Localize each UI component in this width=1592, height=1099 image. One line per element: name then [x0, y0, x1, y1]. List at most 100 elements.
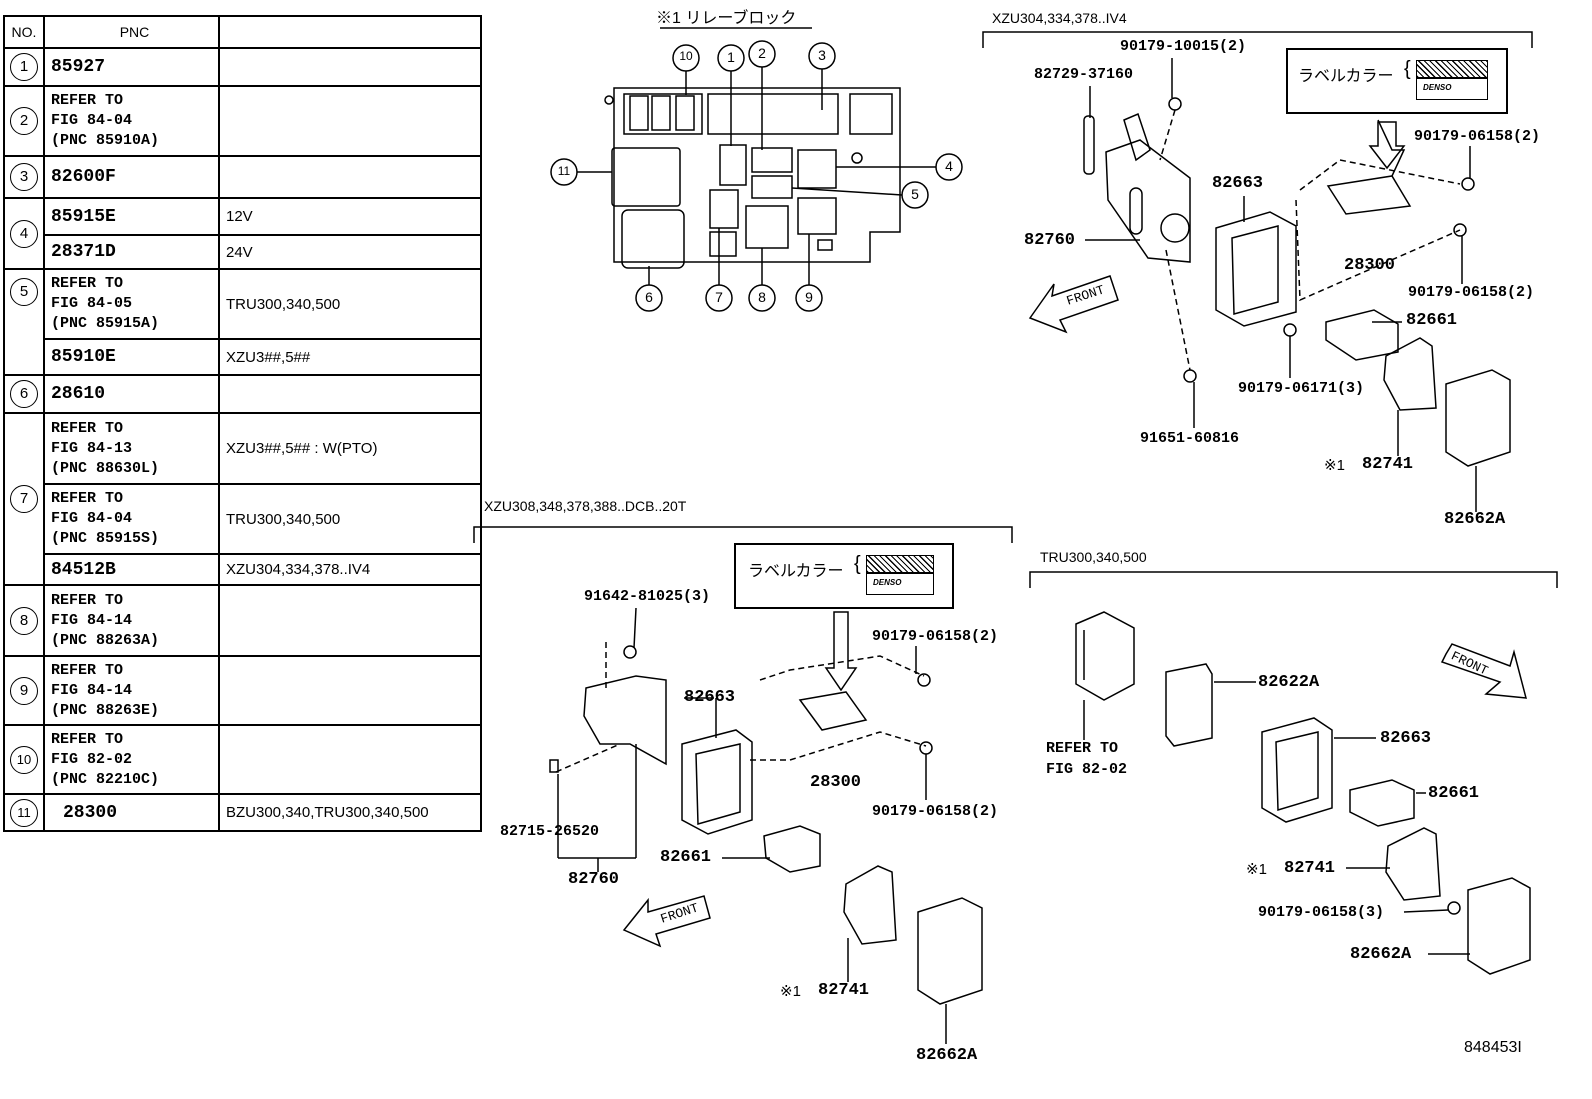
part-90179-06158: 90179-06158(3) — [1258, 904, 1385, 921]
pnc-cell: REFER TO FIG 84-05 (PNC 85915A) — [43, 268, 220, 340]
row-no-cell: 11 — [3, 793, 45, 832]
part-82663: 82663 — [1380, 729, 1432, 748]
table-row: 85910E XZU3##,5## — [4, 338, 482, 376]
part-82715-26520: 82715-26520 — [500, 823, 600, 840]
row-no-cell: 6 — [3, 374, 45, 414]
part-90179-06171: 90179-06171(3) — [1238, 380, 1365, 397]
table-row: 7 REFER TO FIG 84-13 (PNC 88630L) XZU3##… — [3, 412, 482, 586]
part-28300: 28300 — [1344, 256, 1396, 275]
row-number-badge: 11 — [10, 798, 38, 827]
label-color-box: ラベルカラー { DENSO — [1286, 48, 1508, 114]
remark-cell: TRU300,340,500 — [218, 483, 482, 555]
part-82741: 82741 — [1284, 859, 1336, 878]
remark-cell: TRU300,340,500 — [218, 268, 482, 340]
part-82622a: 82622A — [1258, 673, 1320, 692]
pnc-cell: REFER TO FIG 82-02 (PNC 82210C) — [43, 724, 220, 795]
part-91651-60816: 91651-60816 — [1140, 430, 1240, 447]
part-90179-06158-b: 90179-06158(2) — [872, 803, 999, 820]
part-82760: 82760 — [1024, 231, 1076, 250]
relay-callout-4: 4 — [945, 158, 953, 174]
part-82663: 82663 — [684, 688, 736, 707]
remark-cell — [218, 85, 482, 157]
mark-82741: ※1 — [1324, 457, 1345, 474]
part-90179-06158-a: 90179-06158(2) — [872, 628, 999, 645]
relay-callout-1: 1 — [727, 49, 735, 65]
table-row: 28371D 24V — [4, 234, 482, 270]
denso-tag: DENSO — [1416, 78, 1488, 100]
remark-cell — [218, 724, 482, 795]
relay-callout-9: 9 — [805, 289, 813, 305]
relay-callout-7: 7 — [715, 289, 723, 305]
mark-82741: ※1 — [780, 983, 801, 1000]
row-number-badge: 8 — [10, 606, 38, 635]
part-82729-37160: 82729-37160 — [1034, 66, 1134, 83]
part-91642-81025: 91642-81025(3) — [584, 588, 711, 605]
row-no-cell: 1 — [3, 47, 45, 87]
row-number-badge: 7 — [10, 485, 38, 513]
row-number-badge: 2 — [10, 107, 38, 135]
row-no-cell: 4 — [3, 197, 45, 270]
row-number-badge: 3 — [10, 163, 38, 191]
remark-cell — [218, 155, 482, 199]
remark-cell: 12V — [218, 197, 482, 236]
part-82661: 82661 — [1428, 784, 1480, 803]
row-no-cell: 8 — [3, 584, 45, 657]
remark-cell: XZU3##,5## : W(PTO) — [218, 412, 482, 485]
table-row: 10 REFER TO FIG 82-02 (PNC 82210C) — [3, 724, 482, 795]
label-color-text: ラベルカラー — [748, 563, 844, 580]
table-row: 2 REFER TO FIG 84-04 (PNC 85910A) — [3, 85, 482, 157]
part-90179-10015: 90179-10015(2) — [1120, 38, 1247, 55]
row-no-cell: 5 — [3, 268, 45, 376]
row-number-badge: 10 — [10, 745, 38, 774]
part-82662a: 82662A — [916, 1046, 978, 1065]
remark-cell — [218, 47, 482, 87]
hatched-swatch — [866, 555, 934, 573]
remark-cell: XZU3##,5## — [218, 338, 482, 376]
relay-callout-5: 5 — [911, 186, 919, 202]
table-header-row: NO. PNC — [3, 15, 482, 49]
middle-heading: XZU308,348,378,388..DCB..20T — [484, 498, 687, 514]
part-90179-06158-b: 90179-06158(2) — [1408, 284, 1535, 301]
top-right-heading: XZU304,334,378..IV4 — [992, 10, 1127, 26]
table-row: 9 REFER TO FIG 84-14 (PNC 88263E) — [3, 655, 482, 726]
relay-callout-10: 10 — [679, 49, 693, 63]
part-82741: 82741 — [818, 981, 870, 1000]
pnc-cell: REFER TO FIG 84-04 (PNC 85915S) — [43, 483, 220, 555]
remark-cell: XZU304,334,378..IV4 — [218, 553, 482, 586]
hatched-swatch — [1416, 60, 1488, 78]
label-color-box: ラベルカラー { DENSO — [734, 543, 954, 609]
pnc-cell: 28300 — [43, 793, 220, 832]
denso-tag: DENSO — [866, 573, 934, 595]
table-row: REFER TO FIG 84-04 (PNC 85915S) TRU300,3… — [4, 483, 482, 555]
refer-to-line2: FIG 82-02 — [1046, 761, 1128, 778]
relay-block-drawing — [550, 27, 963, 312]
brace-glyph: { — [1404, 58, 1411, 80]
part-90179-06158-a: 90179-06158(2) — [1414, 128, 1541, 145]
part-82662a: 82662A — [1350, 945, 1412, 964]
relay-callout-6: 6 — [645, 289, 653, 305]
relay-block-title: ※1 リレーブロック — [656, 10, 797, 27]
pnc-cell: 28610 — [43, 374, 220, 414]
row-number-badge: 6 — [10, 380, 38, 408]
part-82741: 82741 — [1362, 455, 1414, 474]
label-color-text: ラベルカラー — [1298, 68, 1394, 85]
pnc-cell: REFER TO FIG 84-14 (PNC 88263E) — [43, 655, 220, 726]
row-no-cell: 7 — [3, 412, 45, 586]
row-no-cell: 2 — [3, 85, 45, 157]
remark-cell — [218, 655, 482, 726]
table-row: 1 85927 — [3, 47, 482, 87]
denso-text: DENSO — [1423, 83, 1452, 92]
pnc-table: NO. PNC 1 85927 2 REFER TO FIG 84-04 (PN… — [3, 15, 482, 832]
bottom-right-drawing — [1029, 571, 1558, 975]
pnc-cell: REFER TO FIG 84-13 (PNC 88630L) — [43, 412, 220, 485]
pnc-cell: REFER TO FIG 84-04 (PNC 85910A) — [43, 85, 220, 157]
remark-cell: BZU300,340,TRU300,340,500 — [218, 793, 482, 832]
relay-callout-11: 11 — [557, 164, 571, 178]
table-row: 84512B XZU304,334,378..IV4 — [4, 553, 482, 586]
middle-drawing — [473, 526, 1013, 1044]
table-row: 8 REFER TO FIG 84-14 (PNC 88263A) — [3, 584, 482, 657]
relay-callout-8: 8 — [758, 289, 766, 305]
part-82760: 82760 — [568, 870, 620, 889]
header-pnc: PNC — [43, 15, 220, 49]
